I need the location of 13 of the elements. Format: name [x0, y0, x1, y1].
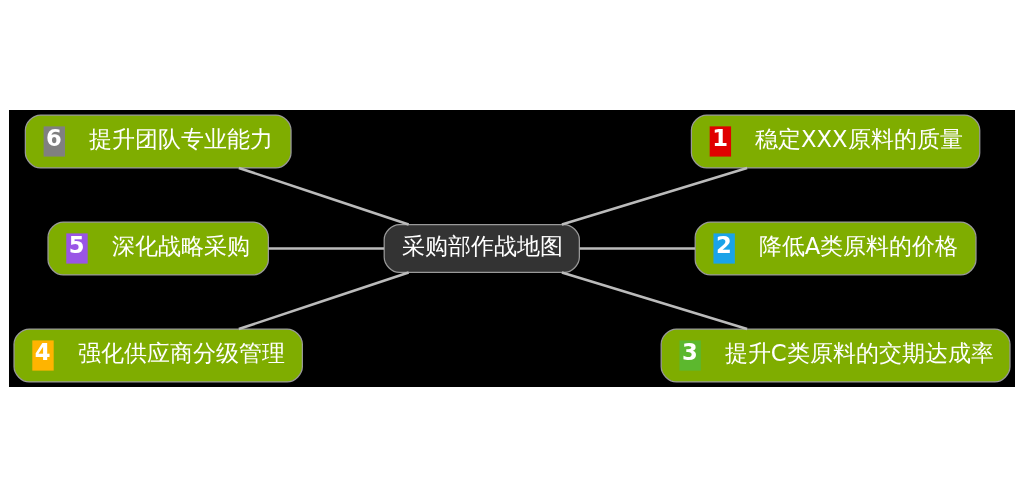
- node-box: 采购部作战地图: [383, 223, 580, 273]
- connector: [238, 270, 410, 330]
- connector: [238, 166, 410, 226]
- connector: [268, 246, 385, 250]
- node-box: 1 稳定XXX原料的质量: [690, 113, 981, 169]
- node-box: 4 强化供应商分级管理: [13, 327, 303, 383]
- connector: [561, 270, 748, 330]
- node-box: 6 提升团队专业能力: [24, 113, 292, 169]
- node-box: 5 深化战略采购: [47, 220, 269, 276]
- node-box: 2 降低A类原料的价格: [694, 220, 977, 276]
- connector: [579, 246, 695, 250]
- connector: [561, 166, 748, 226]
- node-box: 3 提升C类原料的交期达成率: [660, 327, 1011, 383]
